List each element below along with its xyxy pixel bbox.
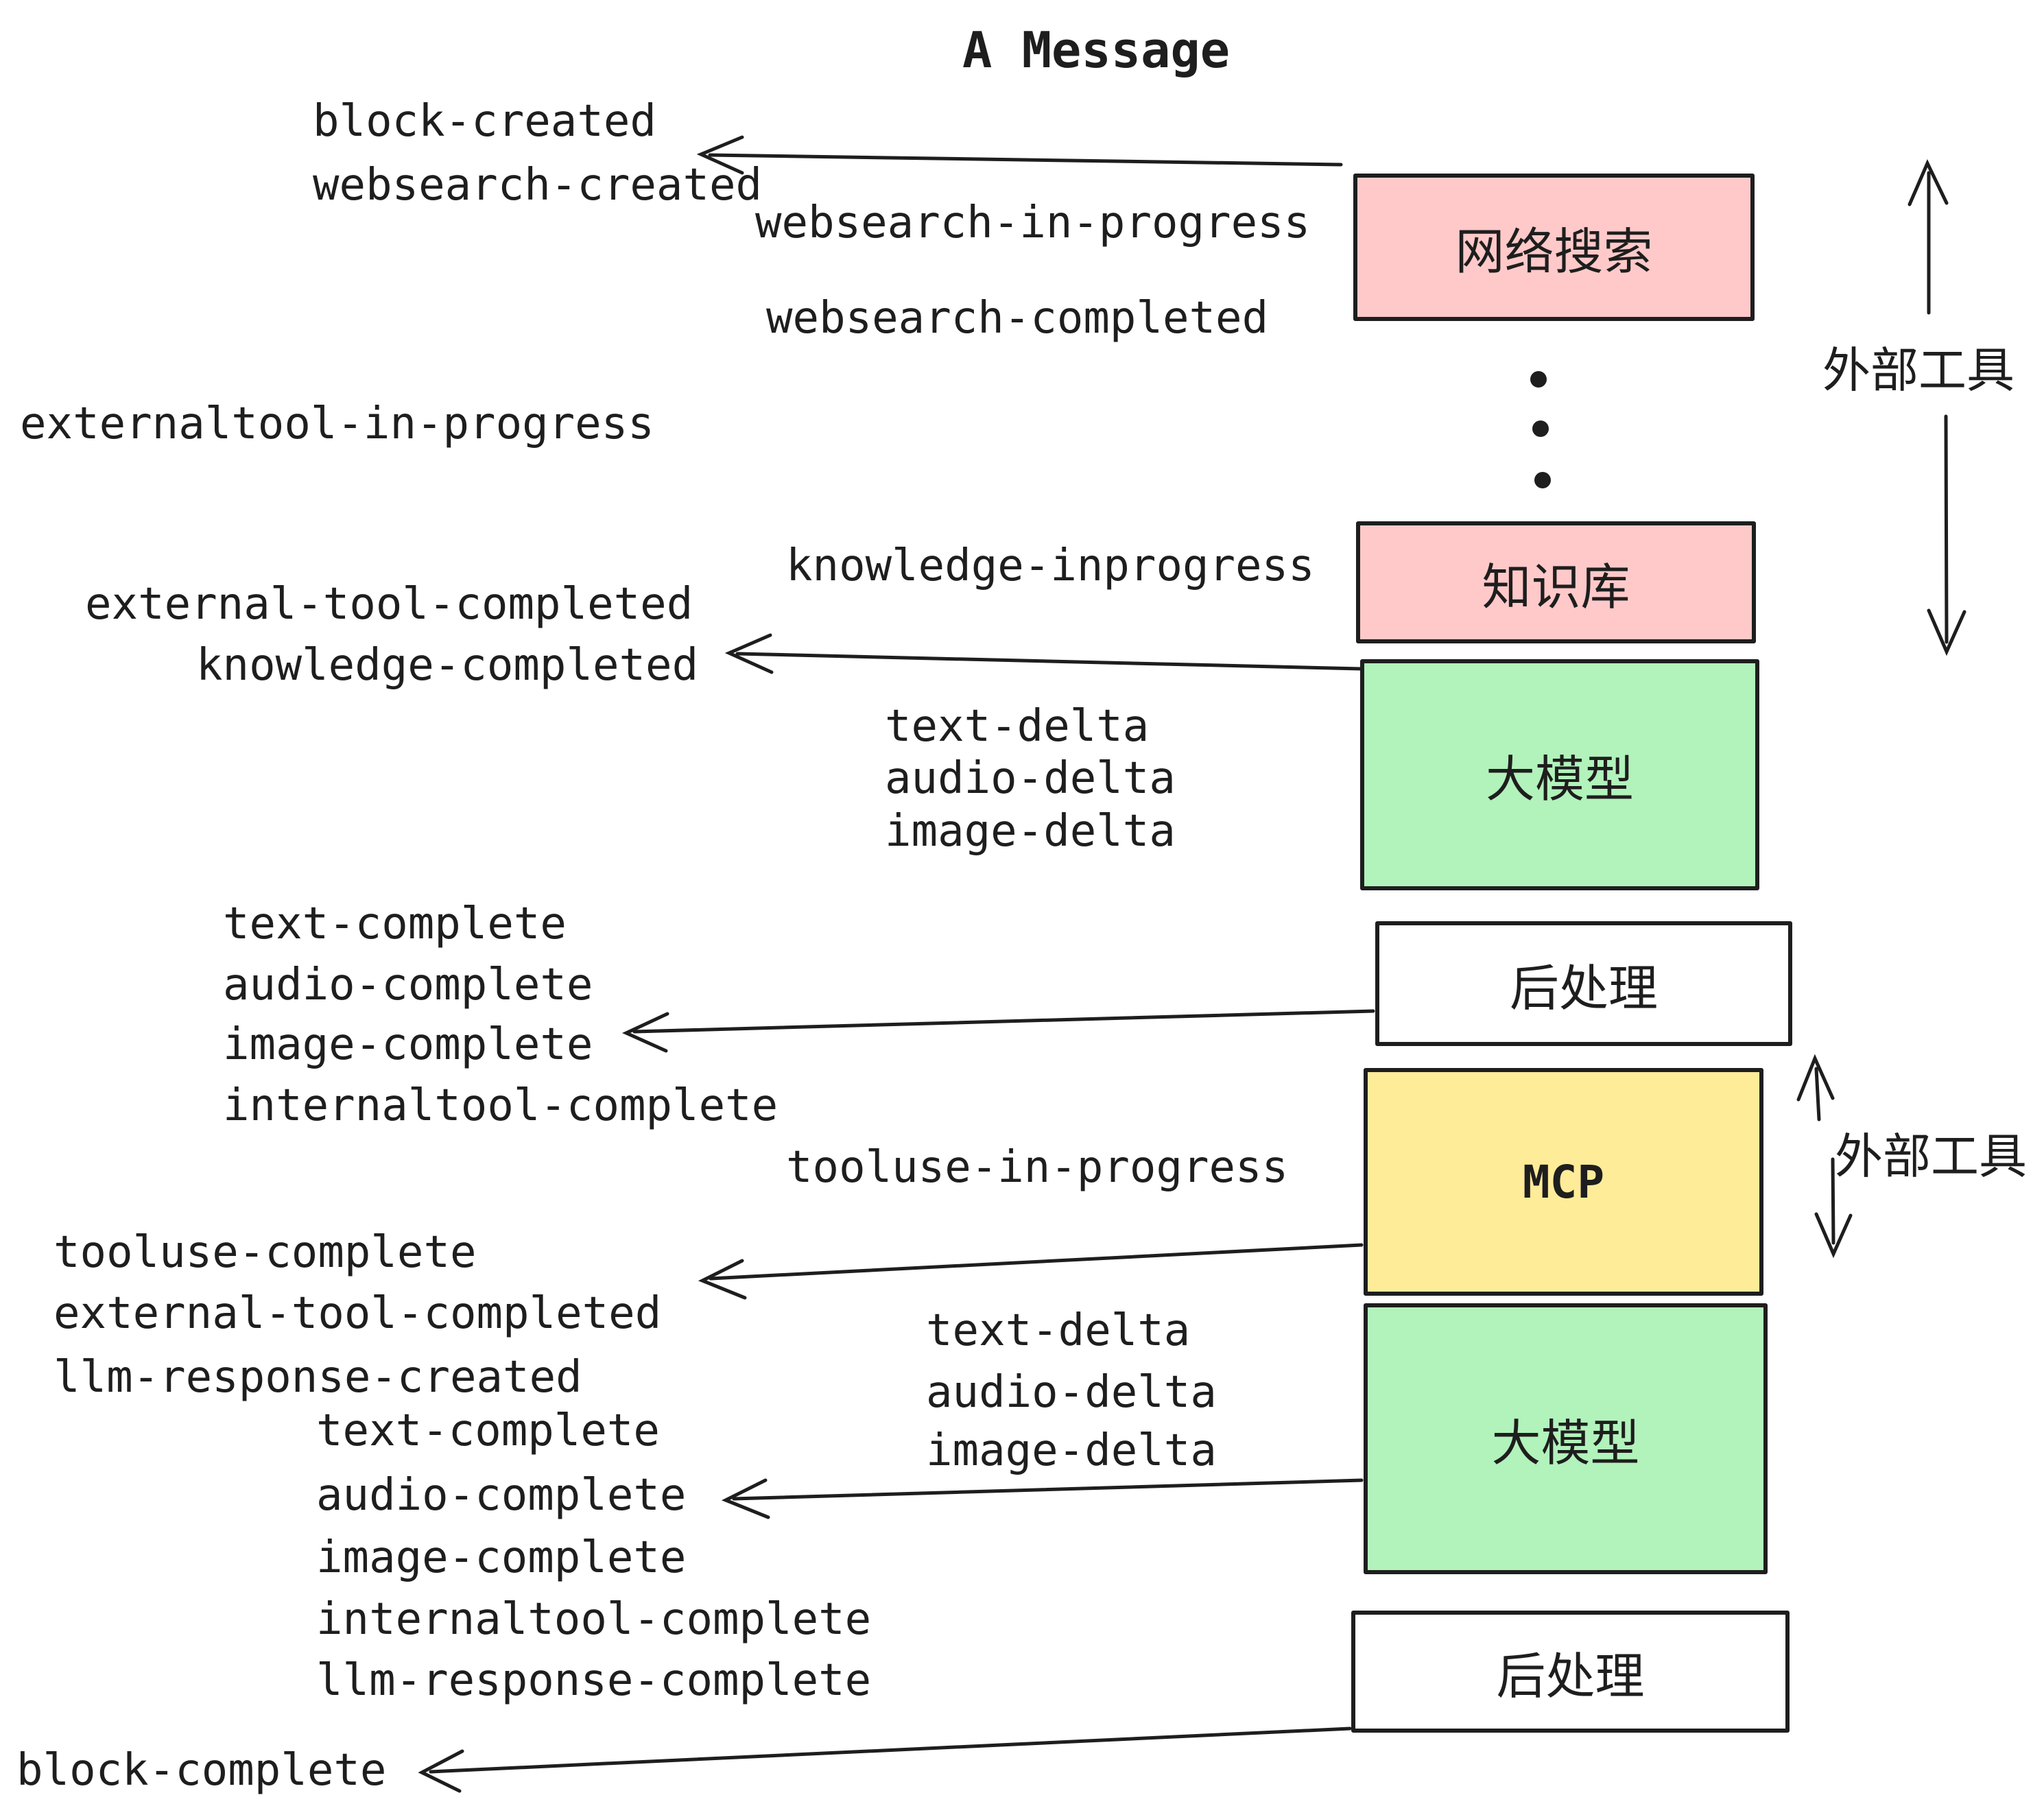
ellipsis-dots <box>1530 371 1551 488</box>
arrow-to-block-complete <box>418 1726 1352 1793</box>
event-image-delta-2: image-delta <box>926 1425 1217 1476</box>
event-block-complete: block-complete <box>16 1745 387 1796</box>
event-knowledge-inprogress: knowledge-inprogress <box>786 541 1315 591</box>
event-knowledge-completed: knowledge-completed <box>196 640 699 691</box>
external-tools-mcp-down-arrow <box>1814 1157 1853 1259</box>
box-llm-2: 大模型 <box>1364 1303 1768 1574</box>
event-internaltool-complete-2: internaltool-complete <box>316 1594 872 1645</box>
event-text-complete-2: text-complete <box>316 1405 660 1456</box>
box-postprocess-1-label: 后处理 <box>1509 959 1658 1017</box>
event-audio-complete-1: audio-complete <box>223 960 593 1010</box>
box-postprocess-1: 后处理 <box>1375 921 1792 1046</box>
box-postprocess-2-label: 后处理 <box>1496 1647 1645 1705</box>
arrow-to-tooluse-complete <box>698 1243 1364 1300</box>
event-audio-delta-1: audio-delta <box>885 753 1176 804</box>
box-knowledge-label: 知识库 <box>1482 558 1630 616</box>
external-tools-top-down-arrow <box>1927 414 1966 656</box>
diagram-title: A Message <box>962 21 1231 79</box>
box-llm-1-label: 大模型 <box>1485 750 1634 808</box>
external-tools-mcp-up-arrow <box>1796 1054 1835 1121</box>
event-tooluse-in-progress: tooluse-in-progress <box>786 1142 1289 1193</box>
event-text-complete-1: text-complete <box>223 899 567 949</box>
external-tools-top-up-arrow <box>1908 158 1949 315</box>
event-block-created: block-created <box>313 96 656 147</box>
box-llm-1: 大模型 <box>1360 659 1759 890</box>
event-llm-response-complete: llm-response-complete <box>316 1655 872 1706</box>
event-externaltool-in-progress: externaltool-in-progress <box>20 399 654 449</box>
arrow-to-knowledge-completed <box>724 633 1362 674</box>
box-websearch: 网络搜索 <box>1353 174 1755 321</box>
event-image-delta-1: image-delta <box>885 806 1176 857</box>
event-external-tool-completed-2: external-tool-completed <box>54 1288 662 1339</box>
box-postprocess-2: 后处理 <box>1351 1611 1790 1733</box>
event-llm-response-created: llm-response-created <box>54 1352 582 1403</box>
event-text-delta-2: text-delta <box>926 1305 1191 1356</box>
event-websearch-created: websearch-created <box>313 160 763 211</box>
event-text-delta-1: text-delta <box>885 701 1150 752</box>
box-llm-2-label: 大模型 <box>1491 1414 1640 1472</box>
arrow-to-audio-complete <box>721 1478 1364 1519</box>
box-mcp: MCP <box>1364 1068 1763 1296</box>
event-websearch-completed: websearch-completed <box>766 293 1269 344</box>
arrow-to-block-created <box>696 135 1343 175</box>
box-knowledge: 知识库 <box>1356 521 1756 643</box>
external-tools-label-mcp: 外部工具 <box>1835 1128 2027 1185</box>
arrow-to-image-complete <box>621 1009 1375 1053</box>
event-websearch-in-progress: websearch-in-progress <box>755 198 1311 248</box>
box-mcp-label: MCP <box>1522 1155 1605 1209</box>
external-tools-label-top: 外部工具 <box>1822 342 2015 399</box>
event-image-complete-2: image-complete <box>316 1532 687 1583</box>
event-image-complete-1: image-complete <box>223 1019 593 1070</box>
event-tooluse-complete: tooluse-complete <box>54 1227 477 1278</box>
event-internaltool-complete-1: internaltool-complete <box>223 1080 779 1131</box>
event-external-tool-completed-1: external-tool-completed <box>85 579 693 630</box>
event-audio-delta-2: audio-delta <box>926 1367 1217 1418</box>
box-websearch-label: 网络搜索 <box>1455 223 1653 281</box>
event-audio-complete-2: audio-complete <box>316 1470 687 1521</box>
